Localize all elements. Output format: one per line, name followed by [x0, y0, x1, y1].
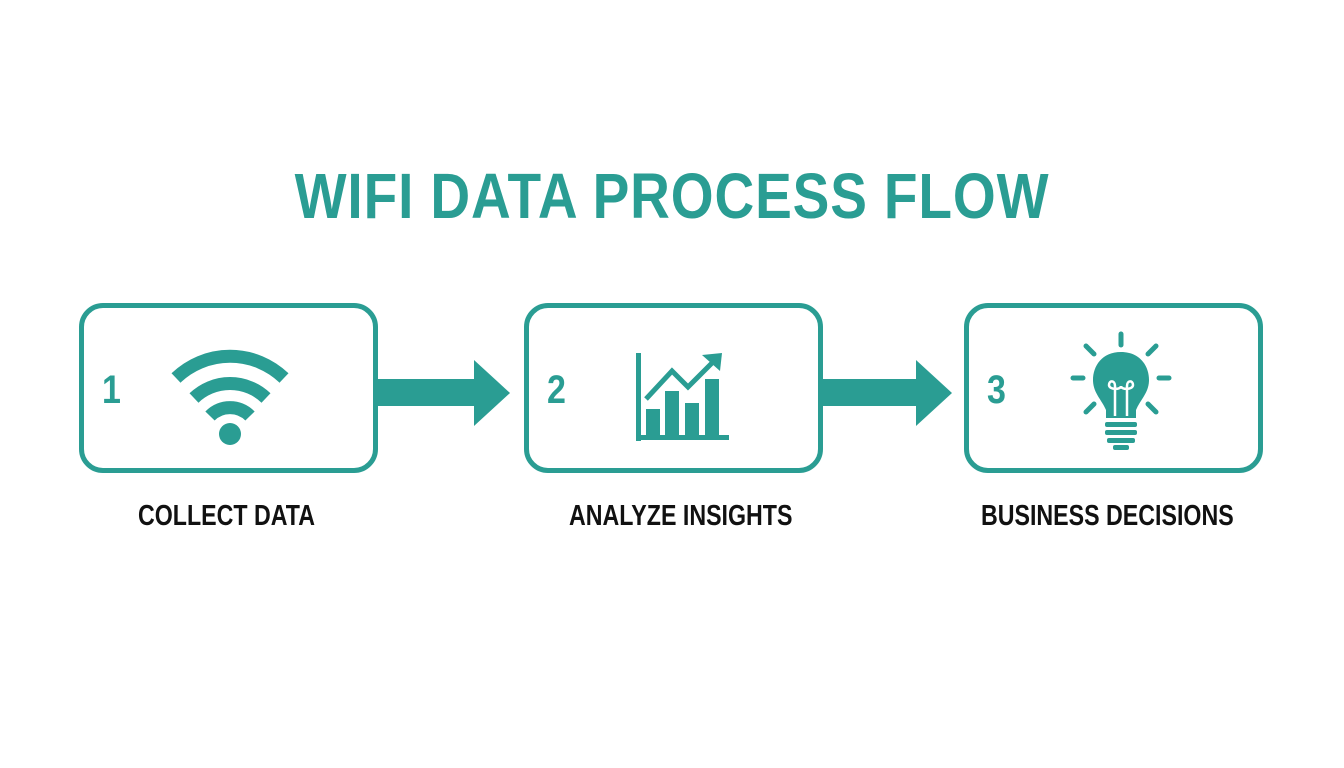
step-2-number: 2: [547, 368, 566, 412]
step-2-box: 2: [524, 303, 823, 473]
arrow-right-icon: [376, 360, 510, 426]
lightbulb-icon: [1070, 331, 1172, 450]
step-1-box: 1: [79, 303, 378, 473]
step-1-number: 1: [102, 368, 121, 412]
step-1-label: COLLECT DATA: [138, 500, 315, 532]
wifi-icon: [171, 349, 289, 445]
bar-chart-growth-icon: [636, 353, 729, 441]
step-3-number: 3: [987, 368, 1006, 412]
arrow-right-icon: [820, 360, 952, 426]
step-2-label: ANALYZE INSIGHTS: [569, 500, 793, 532]
step-3-box: 3: [964, 303, 1263, 473]
diagram-title: WIFI DATA PROCESS FLOW: [294, 160, 1050, 232]
step-3-label: BUSINESS DECISIONS: [981, 500, 1234, 532]
